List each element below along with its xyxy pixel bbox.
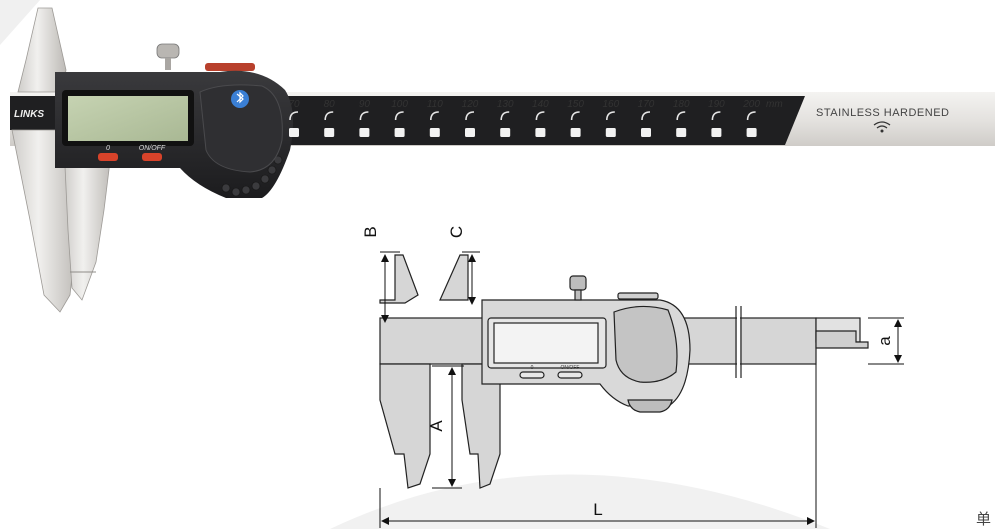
dim-label-a-upper: A bbox=[427, 420, 446, 432]
scale-label: 200 bbox=[742, 99, 760, 110]
scale-window bbox=[535, 128, 546, 137]
diagram-lcd bbox=[493, 322, 599, 364]
scale-band bbox=[280, 96, 805, 145]
brand-label: LINKS bbox=[14, 109, 44, 120]
diagram-lower-fixed-jaw bbox=[379, 363, 431, 489]
lower-sliding-jaw bbox=[63, 144, 113, 301]
scale-window bbox=[359, 128, 370, 137]
blade-text: STAINLESS HARDENED bbox=[816, 107, 950, 119]
scale-label: 140 bbox=[532, 99, 549, 110]
bluetooth-glyph bbox=[236, 91, 244, 104]
scale-window bbox=[711, 128, 722, 137]
diagram-side-panel bbox=[613, 305, 678, 383]
scale-tick bbox=[711, 111, 721, 121]
scale-tick bbox=[289, 111, 299, 121]
grip-knurl bbox=[221, 155, 283, 197]
dim-label-a-lower: a bbox=[875, 336, 894, 346]
dimension-lines bbox=[379, 251, 904, 528]
scale-label: 180 bbox=[673, 99, 690, 110]
zero-button[interactable] bbox=[98, 153, 118, 161]
scale-window bbox=[324, 128, 335, 137]
thumb-wheel bbox=[156, 43, 180, 59]
scale-tick bbox=[394, 111, 404, 121]
scale-label: 130 bbox=[497, 99, 514, 110]
scale-label: 80 bbox=[324, 99, 336, 110]
caliper-photo: LINKS 0 ON/OFF 70 bbox=[10, 7, 995, 313]
scale-label: 90 bbox=[359, 99, 371, 110]
dimension-diagram bbox=[379, 254, 869, 489]
diagram-upper-sliding-jaw bbox=[439, 254, 469, 301]
scale-tick bbox=[606, 111, 615, 121]
background-corner bbox=[0, 0, 40, 45]
diagram-zero-label: 0 bbox=[531, 365, 534, 371]
diagram-thumb-post bbox=[574, 289, 582, 301]
scale-tick bbox=[746, 111, 756, 121]
diagram-depth-rod bbox=[815, 330, 869, 349]
diagram-lower-sliding-jaw bbox=[461, 363, 501, 489]
scale-window bbox=[676, 128, 687, 137]
top-knurl bbox=[205, 63, 255, 71]
scale-labels: 70 80 90 100 110 120 130 140 150 160 170 180 190 200 bbox=[288, 99, 760, 137]
scale-unit: mm bbox=[766, 99, 783, 110]
scale-label: 100 bbox=[391, 99, 408, 110]
scale-label: 160 bbox=[602, 99, 619, 110]
scale-tick bbox=[570, 111, 580, 121]
scale-tick bbox=[359, 111, 369, 121]
diagram-grip bbox=[627, 399, 673, 413]
scale-label: 70 bbox=[288, 99, 300, 110]
diagram-onoff-label: ON/OFF bbox=[561, 365, 580, 371]
dim-label-c: C bbox=[447, 226, 466, 238]
scale-window bbox=[641, 128, 651, 137]
diagram-thumb-wheel bbox=[569, 275, 587, 291]
scale-label: 120 bbox=[462, 99, 479, 110]
scale-label: 190 bbox=[708, 99, 725, 110]
scale-window bbox=[605, 128, 616, 137]
scale-window bbox=[394, 128, 405, 137]
scale-label: 150 bbox=[567, 99, 584, 110]
onoff-button-label: ON/OFF bbox=[139, 145, 166, 152]
scale-tick bbox=[535, 111, 545, 121]
zero-button-label: 0 bbox=[106, 145, 110, 152]
scale-label: 110 bbox=[427, 99, 443, 110]
scale-window bbox=[465, 128, 475, 137]
onoff-button[interactable] bbox=[142, 153, 162, 161]
scale-label: 170 bbox=[638, 99, 655, 110]
scale-tick bbox=[324, 111, 334, 121]
diagram-upper-fixed-jaw bbox=[379, 254, 419, 304]
lcd-screen bbox=[68, 96, 188, 141]
diagram-top-knurl bbox=[617, 292, 659, 300]
wifi-icon bbox=[873, 121, 891, 133]
unit-note: 单 bbox=[976, 510, 991, 528]
dim-label-l: L bbox=[593, 500, 602, 519]
scale-tick bbox=[430, 111, 439, 121]
diagram-zero-button bbox=[519, 371, 545, 379]
scale-tick bbox=[465, 111, 475, 121]
thumb-wheel-post bbox=[165, 58, 171, 70]
scale-tick bbox=[676, 111, 686, 121]
scale-window bbox=[289, 128, 299, 137]
scale-tick bbox=[641, 111, 651, 121]
scale-window bbox=[746, 128, 757, 137]
diagram-onoff-button bbox=[557, 371, 583, 379]
dim-label-b: B bbox=[361, 226, 380, 237]
scale-window bbox=[429, 128, 440, 137]
scale-window bbox=[570, 128, 581, 137]
side-panel bbox=[199, 84, 283, 173]
scale-tick bbox=[500, 111, 510, 121]
scale-window bbox=[500, 128, 511, 137]
